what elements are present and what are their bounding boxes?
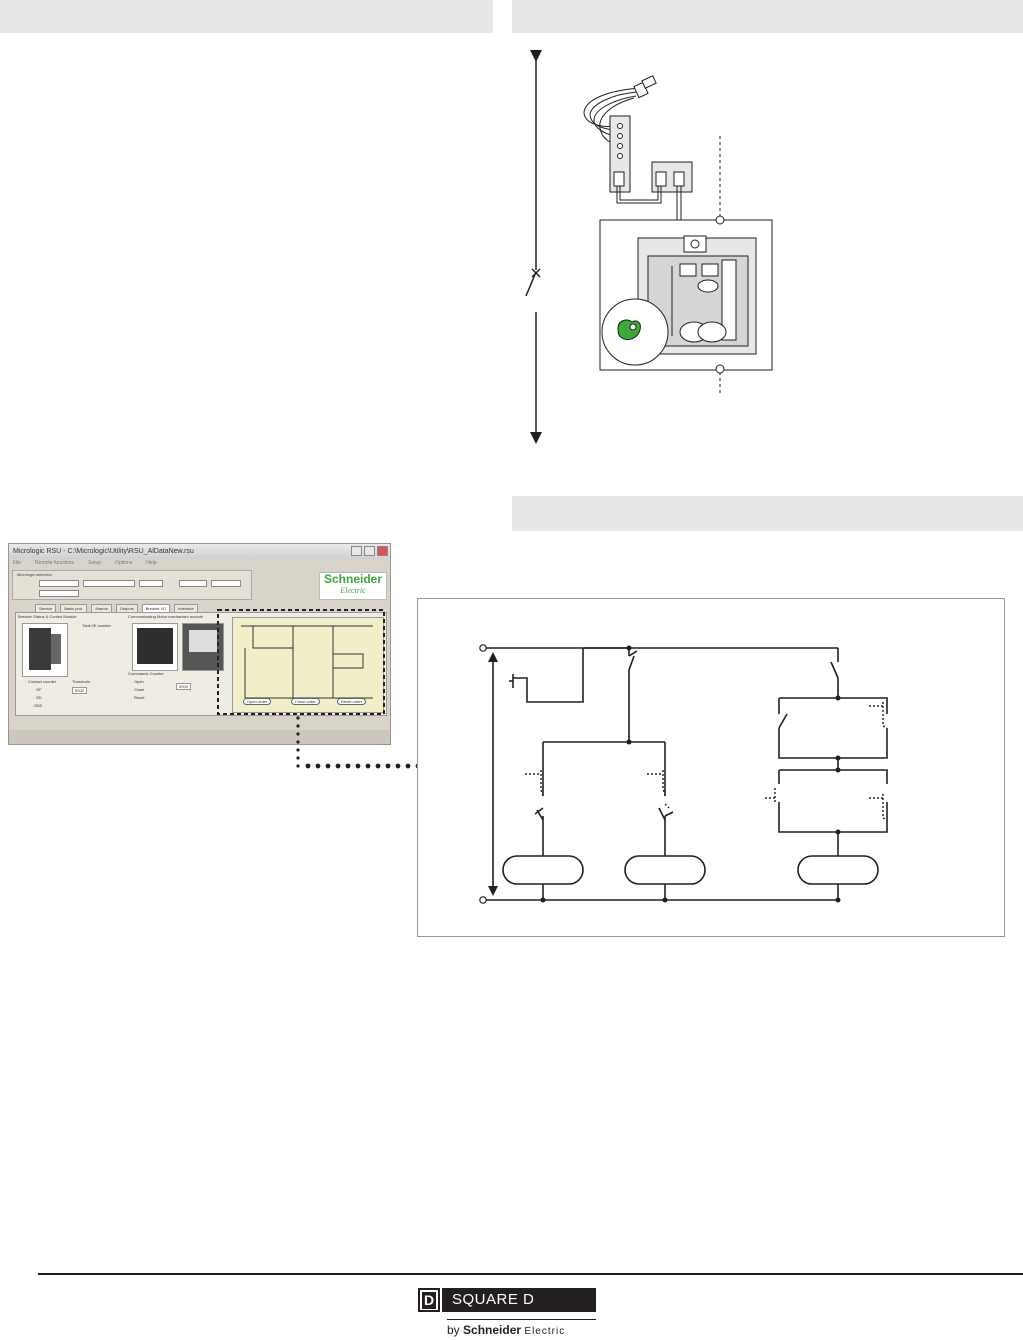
mini-control-diagram: Open order Close order Reset order bbox=[232, 617, 384, 713]
right-header-band bbox=[512, 0, 1023, 33]
counter-row-sd: SD bbox=[36, 695, 42, 700]
in-dropdown[interactable] bbox=[179, 580, 207, 587]
menu-bar: File Remote functions Setup Options Help bbox=[9, 559, 390, 568]
command-row-close: Close bbox=[134, 687, 145, 692]
menu-remote-functions[interactable]: Remote functions bbox=[35, 560, 74, 566]
commands-label: Commands Counter bbox=[128, 671, 164, 676]
counter-row-of: OF bbox=[36, 687, 42, 692]
window-title: Micrologic RSU - C:\Micrologic\Utility\R… bbox=[9, 544, 390, 559]
command-row-open: Open bbox=[134, 679, 144, 684]
counter-row-sde: SDE bbox=[34, 703, 43, 708]
down-arrow-icon bbox=[488, 886, 498, 896]
square-d-mark: D bbox=[418, 1288, 440, 1312]
mcm-thumbnail bbox=[132, 623, 178, 671]
open-order-button[interactable]: Open order bbox=[243, 698, 272, 705]
by-text: by bbox=[447, 1323, 460, 1337]
total-counter-label: Total I/E counter bbox=[82, 623, 111, 628]
left-header-band bbox=[0, 0, 493, 33]
bottom-arrow-icon bbox=[530, 432, 542, 444]
micrologic-selection-group: Micrologic selection bbox=[12, 570, 252, 600]
minimize-icon[interactable] bbox=[351, 546, 362, 556]
control-circuit-diagram bbox=[417, 598, 1005, 937]
top-arrow-icon bbox=[530, 50, 542, 62]
micrologic-dropdown[interactable] bbox=[83, 580, 135, 587]
selection-label: Micrologic selection bbox=[17, 572, 52, 577]
square-d-logo: D SQUARE D bbox=[418, 1288, 596, 1312]
menu-help[interactable]: Help bbox=[146, 560, 157, 566]
close-order-button[interactable]: Close order bbox=[291, 698, 320, 705]
threshold-value[interactable]: 5000 bbox=[72, 687, 87, 694]
menu-options[interactable]: Options bbox=[115, 560, 133, 566]
rsu-tabs: Service Basic prot. Alarms Outputs Break… bbox=[35, 604, 198, 613]
bcm-label: Communicating Motor mechanism module bbox=[128, 614, 203, 619]
trip-unit-dropdown[interactable] bbox=[39, 580, 79, 587]
contact-counter-label: Contact counter bbox=[28, 679, 57, 684]
footer-rule bbox=[38, 1273, 1023, 1275]
up-arrow-icon bbox=[488, 652, 498, 662]
menu-file[interactable]: File bbox=[13, 560, 22, 566]
reset-order-button[interactable]: Reset order bbox=[337, 698, 366, 705]
command-threshold[interactable]: 5000 bbox=[176, 683, 191, 690]
menu-setup[interactable]: Setup bbox=[87, 560, 102, 566]
schneider-text: Schneider bbox=[463, 1323, 522, 1337]
schneider-byline: by Schneider Electric bbox=[447, 1319, 596, 1337]
command-row-reset: Reset bbox=[134, 695, 145, 700]
close-icon[interactable] bbox=[377, 546, 388, 556]
right-section-band bbox=[512, 496, 1023, 531]
module-label: Breaker Status & Control Module bbox=[18, 614, 77, 619]
breaker-io-panel: Breaker Status & Control Module Communic… bbox=[15, 612, 387, 716]
schneider-logo: Schneider Electric bbox=[319, 572, 387, 600]
status-bar bbox=[9, 730, 390, 744]
rating-dropdown[interactable] bbox=[39, 590, 79, 597]
threshold-label: Threshold bbox=[72, 679, 90, 684]
electric-text: Electric bbox=[524, 1326, 566, 1337]
poles-dropdown[interactable] bbox=[139, 580, 163, 587]
breaker-wiring-illustration bbox=[525, 50, 773, 444]
square-d-wordmark: SQUARE D bbox=[442, 1288, 596, 1312]
breaker-thumbnail bbox=[22, 623, 68, 677]
maximize-icon[interactable] bbox=[364, 546, 375, 556]
standard-dropdown[interactable] bbox=[211, 580, 241, 587]
rsu-software-window: Micrologic RSU - C:\Micrologic\Utility\R… bbox=[8, 543, 391, 745]
